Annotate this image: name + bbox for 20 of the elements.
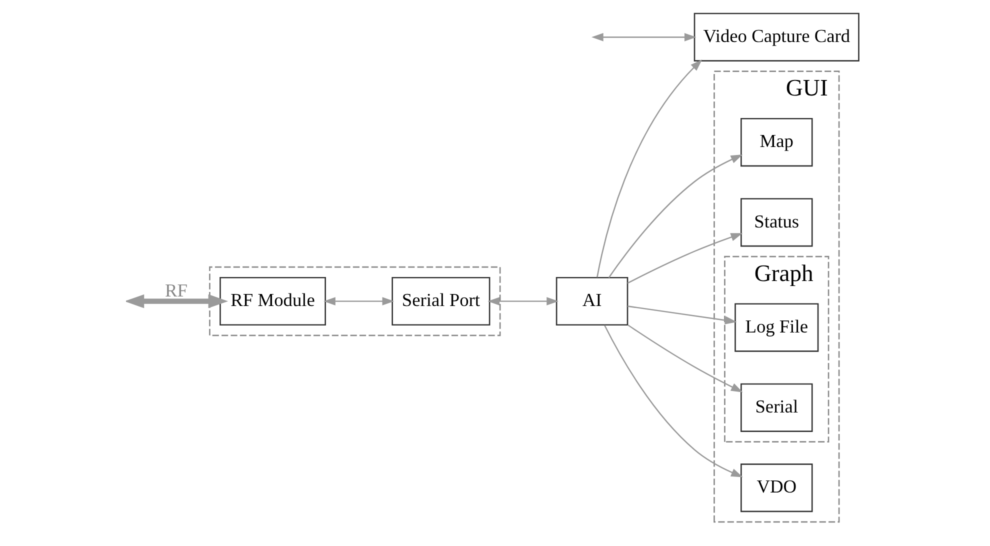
node-box: Status <box>740 198 813 247</box>
node-box: RF Module <box>220 276 326 326</box>
arrow <box>488 297 558 306</box>
edge-label: RF <box>164 280 188 300</box>
arrow <box>596 60 702 278</box>
arrow <box>592 33 696 42</box>
arrow <box>627 306 737 324</box>
node-box: AI <box>556 276 628 326</box>
node-box: Serial <box>740 383 813 432</box>
node-box: Map <box>740 118 813 167</box>
arrow <box>324 297 394 306</box>
arrow <box>608 154 743 278</box>
arrow <box>126 294 228 308</box>
node-box: VDO <box>740 464 813 512</box>
node-box: Log File <box>734 303 819 352</box>
node-box: Video Capture Card <box>694 12 860 62</box>
node-box: Serial Port <box>392 276 490 326</box>
arrow <box>628 324 743 392</box>
arrow <box>627 233 743 284</box>
arrow <box>604 324 743 478</box>
